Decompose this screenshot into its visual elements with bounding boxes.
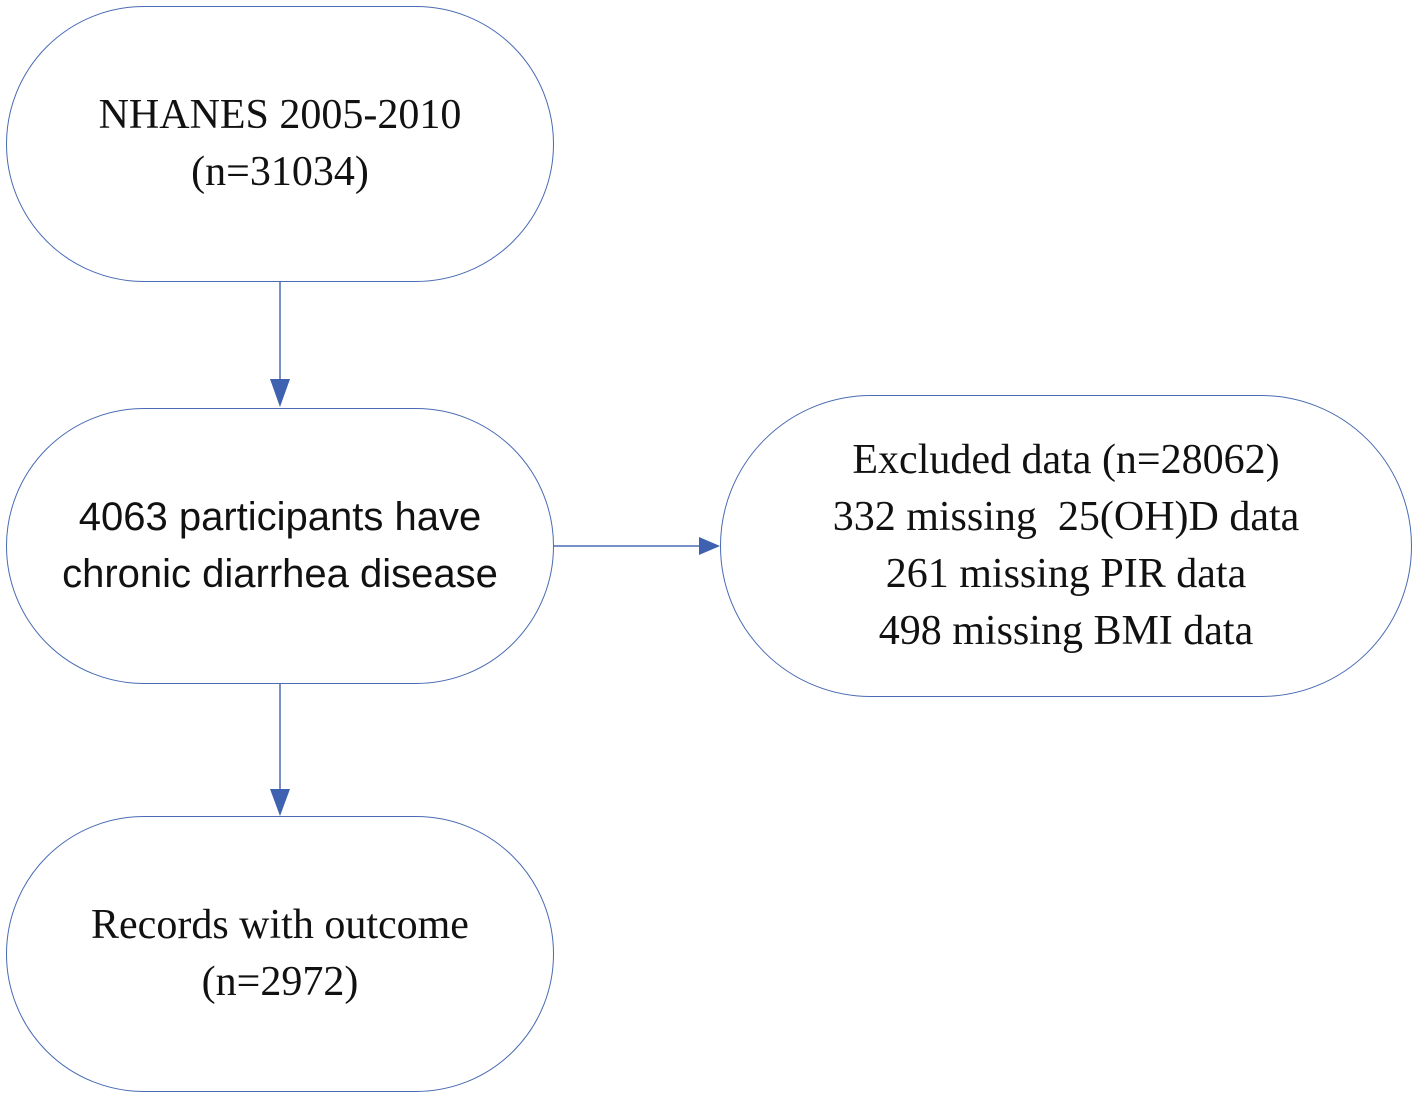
excluded-title: Excluded data (n=28062): [852, 437, 1280, 483]
source-count: (n=31034): [191, 149, 369, 195]
outcome-title: Records with outcome: [91, 902, 469, 948]
source-title: NHANES 2005-2010: [98, 92, 462, 138]
arrowhead-source-to-cohort: [270, 379, 290, 407]
arrow-cohort-to-outcome: [270, 684, 290, 816]
excluded-missing-pir: 261 missing PIR data: [885, 551, 1247, 597]
cohort-node: 4063 participants have chronic diarrhea …: [6, 408, 554, 684]
excluded-node: Excluded data (n=28062) 332 missing 25(O…: [720, 395, 1412, 697]
arrow-source-to-cohort: [270, 282, 290, 407]
cohort-line-2: chronic diarrhea disease: [62, 552, 498, 596]
arrowhead-cohort-to-outcome: [270, 789, 290, 816]
source-population-node: NHANES 2005-2010 (n=31034): [6, 6, 554, 282]
arrow-cohort-to-excluded: [554, 537, 720, 555]
arrowhead-cohort-to-excluded: [699, 537, 720, 555]
outcome-node: Records with outcome (n=2972): [6, 816, 554, 1092]
cohort-line-1: 4063 participants have: [78, 495, 482, 539]
outcome-count: (n=2972): [201, 959, 359, 1005]
excluded-missing-25ohd: 332 missing 25(OH)D data: [832, 494, 1300, 540]
excluded-missing-bmi: 498 missing BMI data: [878, 608, 1254, 654]
